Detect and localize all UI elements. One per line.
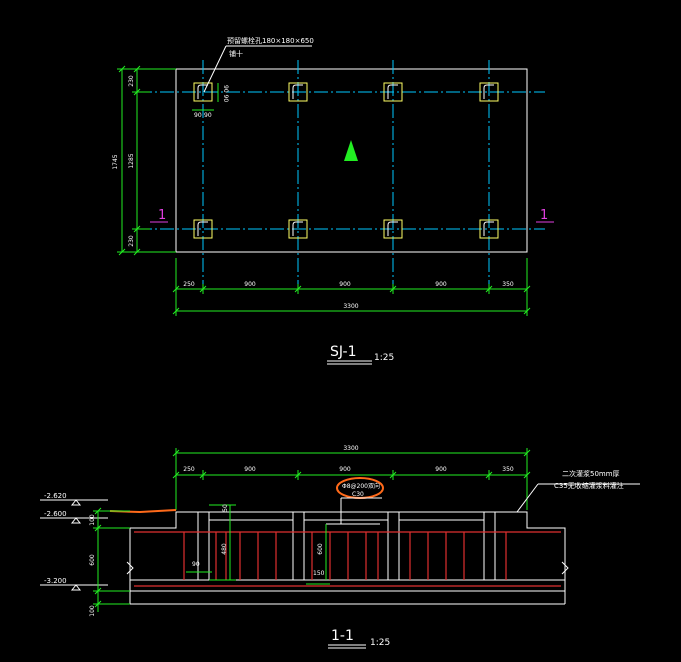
section-scale: 1:25 (370, 638, 390, 648)
plan-title: SJ-1 (330, 344, 356, 360)
section-level-1: -2.620 (44, 492, 67, 500)
section-dim-left-b: 600 (89, 554, 96, 566)
section-foundation-outline (129, 511, 566, 581)
section-dim-90: 90 (192, 561, 200, 568)
north-arrow-icon (344, 140, 358, 161)
plan-dim-small-w1: 90 (194, 112, 202, 119)
section-dim-top-5: 350 (502, 466, 514, 473)
section-dim-top-2: 900 (244, 466, 256, 473)
plan-view: 预留螺栓孔180×180×650 铺十 90 90 90 90 1745 230… (112, 36, 554, 365)
section-pits (197, 511, 496, 581)
bolt-hole (479, 82, 499, 102)
plan-dim-bottom-total: 3300 (343, 303, 358, 310)
section-note-line2: C35无收缩灌浆料灌注 (554, 481, 624, 490)
plan-dim-bottom-5: 350 (502, 281, 514, 288)
section-left-dims (93, 507, 130, 612)
plan-dim-left-mid: 1285 (128, 153, 135, 168)
plan-slab-outline (175, 68, 528, 253)
section-callout-2: C30 (352, 491, 364, 498)
plan-dim-bottom-3: 900 (339, 281, 351, 288)
bolt-hole (383, 219, 403, 239)
plan-dim-small-w2: 90 (204, 112, 212, 119)
section-note-line1: 二次灌浆50mm厚 (562, 469, 620, 478)
section-top-dims (172, 448, 531, 510)
plan-scale: 1:25 (374, 353, 394, 363)
plan-dim-bottom-2: 900 (244, 281, 256, 288)
bolt-holes (193, 82, 499, 239)
section-dim-left-c: 100 (89, 605, 96, 617)
section-view: 3300 250 900 900 900 350 (40, 445, 640, 649)
section-dim-600: 600 (317, 543, 324, 555)
plan-dim-bottom-1: 250 (183, 281, 195, 288)
plan-callout-subtext: 铺十 (229, 49, 243, 58)
bolt-hole (193, 82, 213, 102)
section-title: 1-1 (331, 628, 354, 644)
bolt-hooks (197, 84, 494, 236)
plan-dim-small-h: 90 90 (222, 85, 229, 102)
plan-dim-left-bottom: 230 (128, 235, 135, 247)
bolt-hole (288, 219, 308, 239)
plan-callout-text: 预留螺栓孔180×180×650 (227, 36, 314, 45)
plan-dim-left-total: 1745 (112, 154, 119, 169)
bolt-hole (383, 82, 403, 102)
bolt-hole (288, 82, 308, 102)
section-dim-top-total: 3300 (343, 445, 358, 452)
section-dim-480: 480 (221, 543, 228, 555)
bolt-hole (193, 219, 213, 239)
section-level-3: -3.200 (44, 577, 67, 585)
section-rebar (134, 531, 561, 587)
section-level-2: -2.600 (44, 510, 67, 518)
section-callout-1: Φ8@200双向 (342, 482, 380, 490)
plan-section-mark-left: 1 (158, 208, 166, 223)
plan-dim-bottom-4: 900 (435, 281, 447, 288)
section-dim-top-3: 900 (339, 466, 351, 473)
section-dim-150: 150 (313, 570, 325, 577)
section-dim-left-a: 100 (89, 514, 96, 526)
plan-bottom-dims (172, 258, 531, 316)
section-level-marks (40, 499, 108, 591)
plan-left-dims (117, 65, 176, 256)
section-dim-50: 50 (222, 504, 229, 512)
bolt-hole (479, 219, 499, 239)
plan-dim-left-top: 230 (128, 75, 135, 87)
plan-section-mark-right: 1 (540, 208, 548, 223)
section-dim-top-1: 250 (183, 466, 195, 473)
section-dim-top-4: 900 (435, 466, 447, 473)
